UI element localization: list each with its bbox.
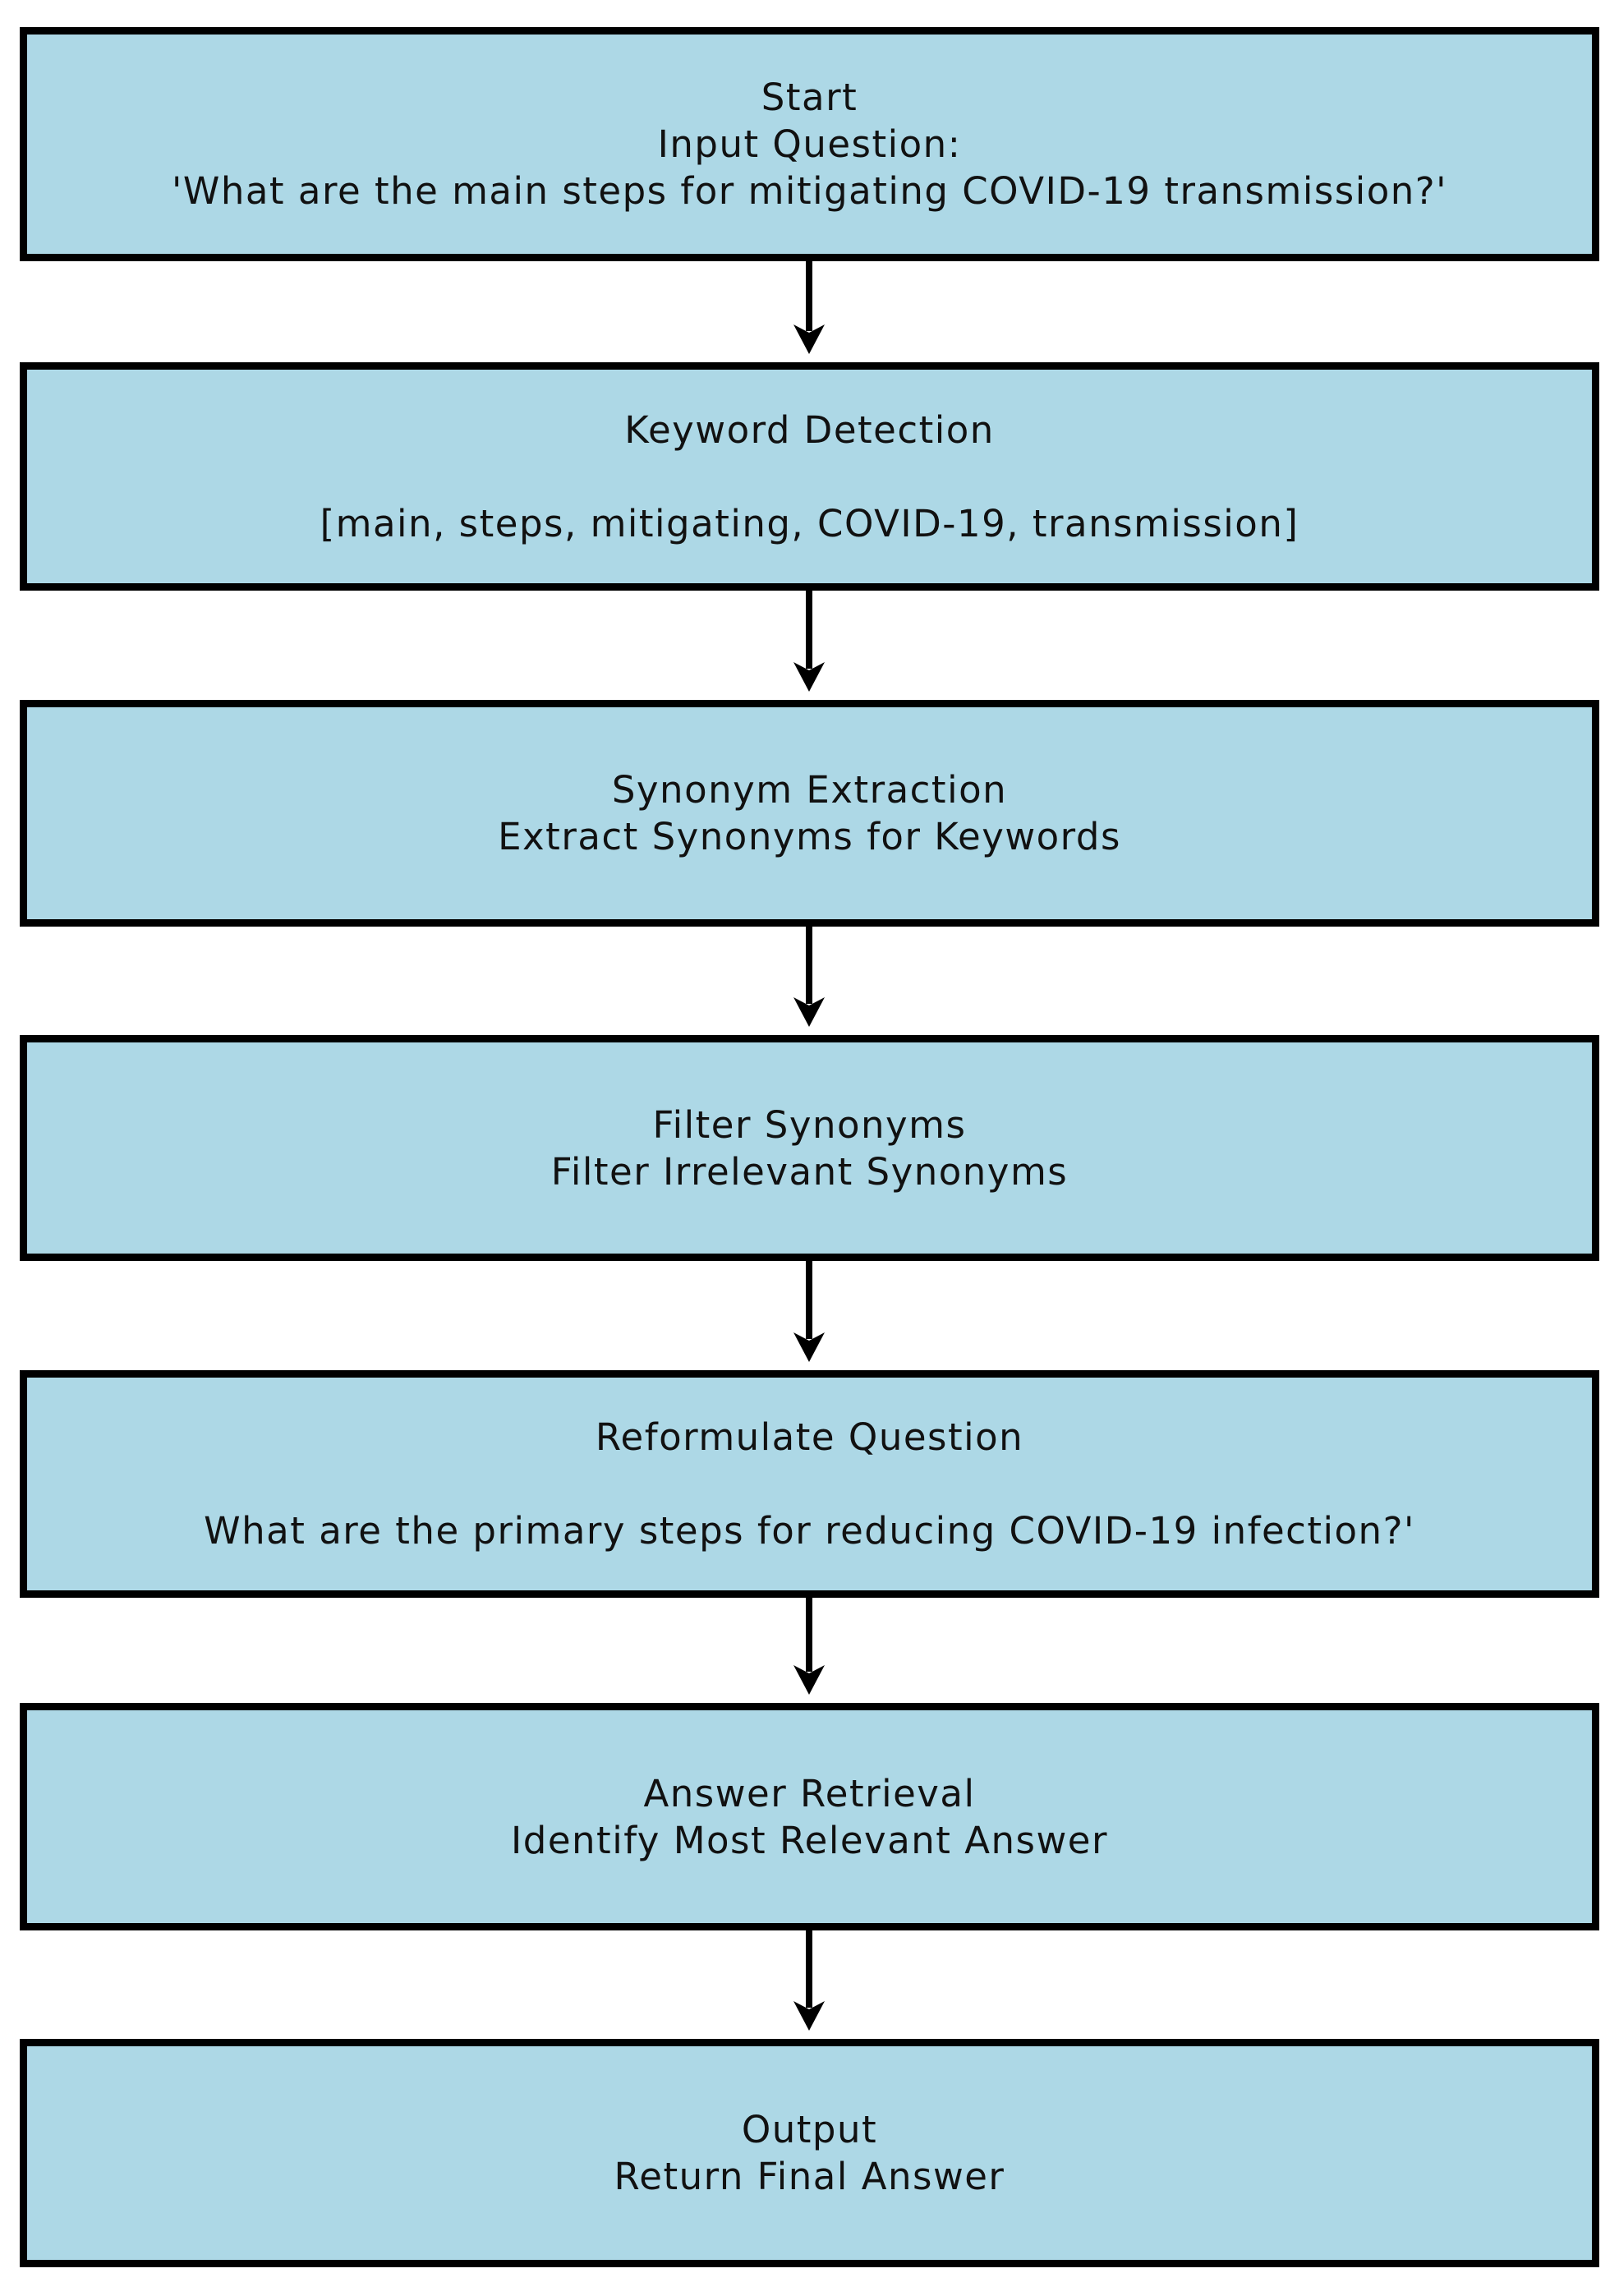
flow-node-label: Start Input Question: 'What are the main… bbox=[171, 76, 1448, 213]
flow-node-label: Answer Retrieval Identify Most Relevant … bbox=[511, 1771, 1108, 1862]
flow-node-label: Keyword Detection [main, steps, mitigati… bbox=[320, 407, 1299, 545]
flow-node-synonym-extraction: Synonym Extraction Extract Synonyms for … bbox=[20, 700, 1599, 927]
flow-node-start: Start Input Question: 'What are the main… bbox=[20, 27, 1599, 261]
arrow-down-icon bbox=[789, 1598, 830, 1703]
flow-node-label: Filter Synonyms Filter Irrelevant Synony… bbox=[550, 1102, 1069, 1194]
flow-node-filter-synonyms: Filter Synonyms Filter Irrelevant Synony… bbox=[20, 1035, 1599, 1261]
flow-node-label: Reformulate Question What are the primar… bbox=[204, 1415, 1415, 1553]
arrow-down-icon bbox=[789, 1930, 830, 2039]
arrow-down-icon bbox=[789, 927, 830, 1035]
arrow-down-icon bbox=[789, 591, 830, 700]
flow-node-output: Output Return Final Answer bbox=[20, 2039, 1599, 2267]
flow-node-label: Synonym Extraction Extract Synonyms for … bbox=[498, 768, 1121, 858]
arrow-down-icon bbox=[789, 261, 830, 362]
flow-node-label: Output Return Final Answer bbox=[614, 2108, 1005, 2198]
flow-node-answer-retrieval: Answer Retrieval Identify Most Relevant … bbox=[20, 1703, 1599, 1930]
flow-node-keyword-detection: Keyword Detection [main, steps, mitigati… bbox=[20, 362, 1599, 591]
arrow-down-icon bbox=[789, 1261, 830, 1370]
flow-node-reformulate-question: Reformulate Question What are the primar… bbox=[20, 1370, 1599, 1598]
